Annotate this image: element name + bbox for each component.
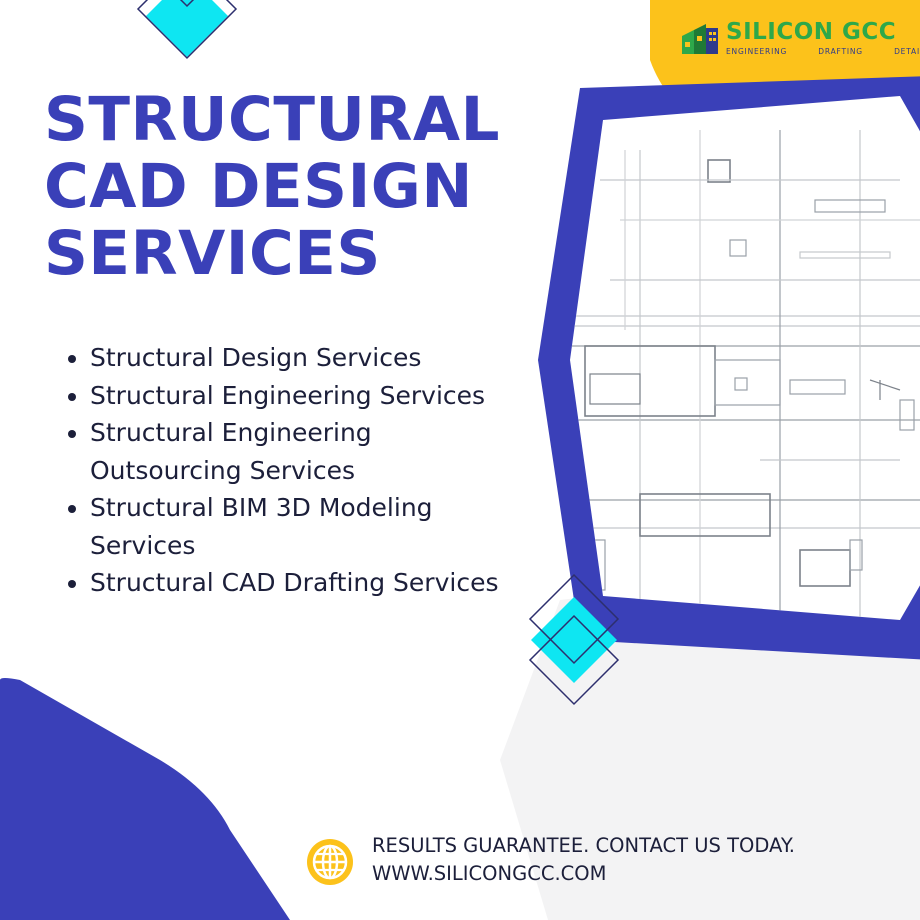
tagline-drafting: DRAFTING (818, 47, 863, 56)
page-title: STRUCTURAL CAD DESIGN SERVICES (44, 86, 500, 287)
globe-icon (307, 839, 353, 885)
service-item: Structural BIM 3D Modeling Services (90, 489, 510, 564)
title-line-1: STRUCTURAL (44, 84, 501, 155)
contact-info: RESULTS GUARANTEE. CONTACT US TODAY. WWW… (372, 832, 795, 888)
drawing-hexagon (570, 96, 920, 620)
service-item: Structural Engineering Services (90, 377, 510, 415)
cad-drawing-illustration (570, 130, 920, 620)
logo-tagline: ENGINEERING DRAFTING DETAILING (726, 47, 920, 57)
contact-tagline: RESULTS GUARANTEE. CONTACT US TODAY. (372, 834, 795, 857)
services-list: Structural Design Services Structural En… (62, 339, 510, 602)
logo-name: SILICON GCC (726, 19, 897, 45)
service-item: Structural Engineering Outsourcing Servi… (90, 414, 510, 489)
mid-diamond-ornament (528, 573, 620, 706)
building-logo-icon (682, 24, 718, 54)
website-link[interactable]: WWW.SILICONGCC.COM (372, 862, 607, 885)
title-line-3: SERVICES (44, 218, 381, 289)
tagline-engineering: ENGINEERING (726, 47, 788, 56)
service-item: Structural CAD Drafting Services (90, 564, 510, 602)
tagline-detailing: DETAILING (894, 47, 920, 56)
title-line-2: CAD DESIGN (44, 151, 473, 222)
blue-corner-shape (0, 678, 290, 920)
silicon-gcc-logo[interactable]: SILICON GCC ENGINEERING DRAFTING DETAILI… (678, 18, 920, 62)
service-item: Structural Design Services (90, 339, 510, 377)
top-diamond-ornament (136, 0, 238, 60)
